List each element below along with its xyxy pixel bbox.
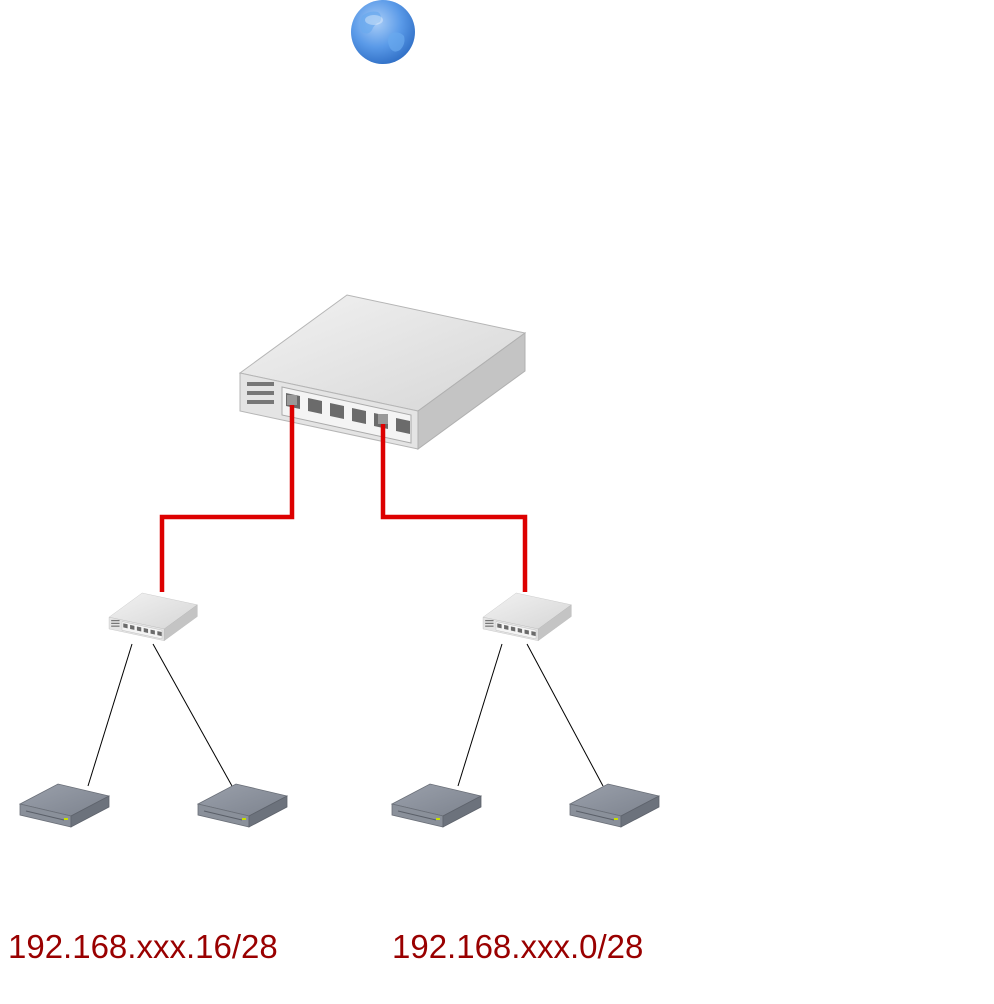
link-server-4 [526,643,604,787]
subnet-label-right: 192.168.xxx.0/28 [392,928,644,965]
uplink-right [380,420,528,592]
link-server-1 [87,643,133,787]
server-3-icon [391,783,482,828]
globe-icon [351,0,415,64]
uplink-left [159,405,295,592]
thin-links [87,643,604,787]
switch-left-icon [108,592,198,641]
server-2-icon [197,783,288,828]
subnet-label-left: 192.168.xxx.16/28 [8,928,278,965]
core-port-1 [287,395,297,405]
link-server-2 [152,643,233,787]
server-4-icon [569,783,660,828]
switch-right-icon [482,592,572,641]
core-port-5 [378,414,388,424]
server-1-icon [19,783,110,828]
link-server-3 [457,643,503,787]
